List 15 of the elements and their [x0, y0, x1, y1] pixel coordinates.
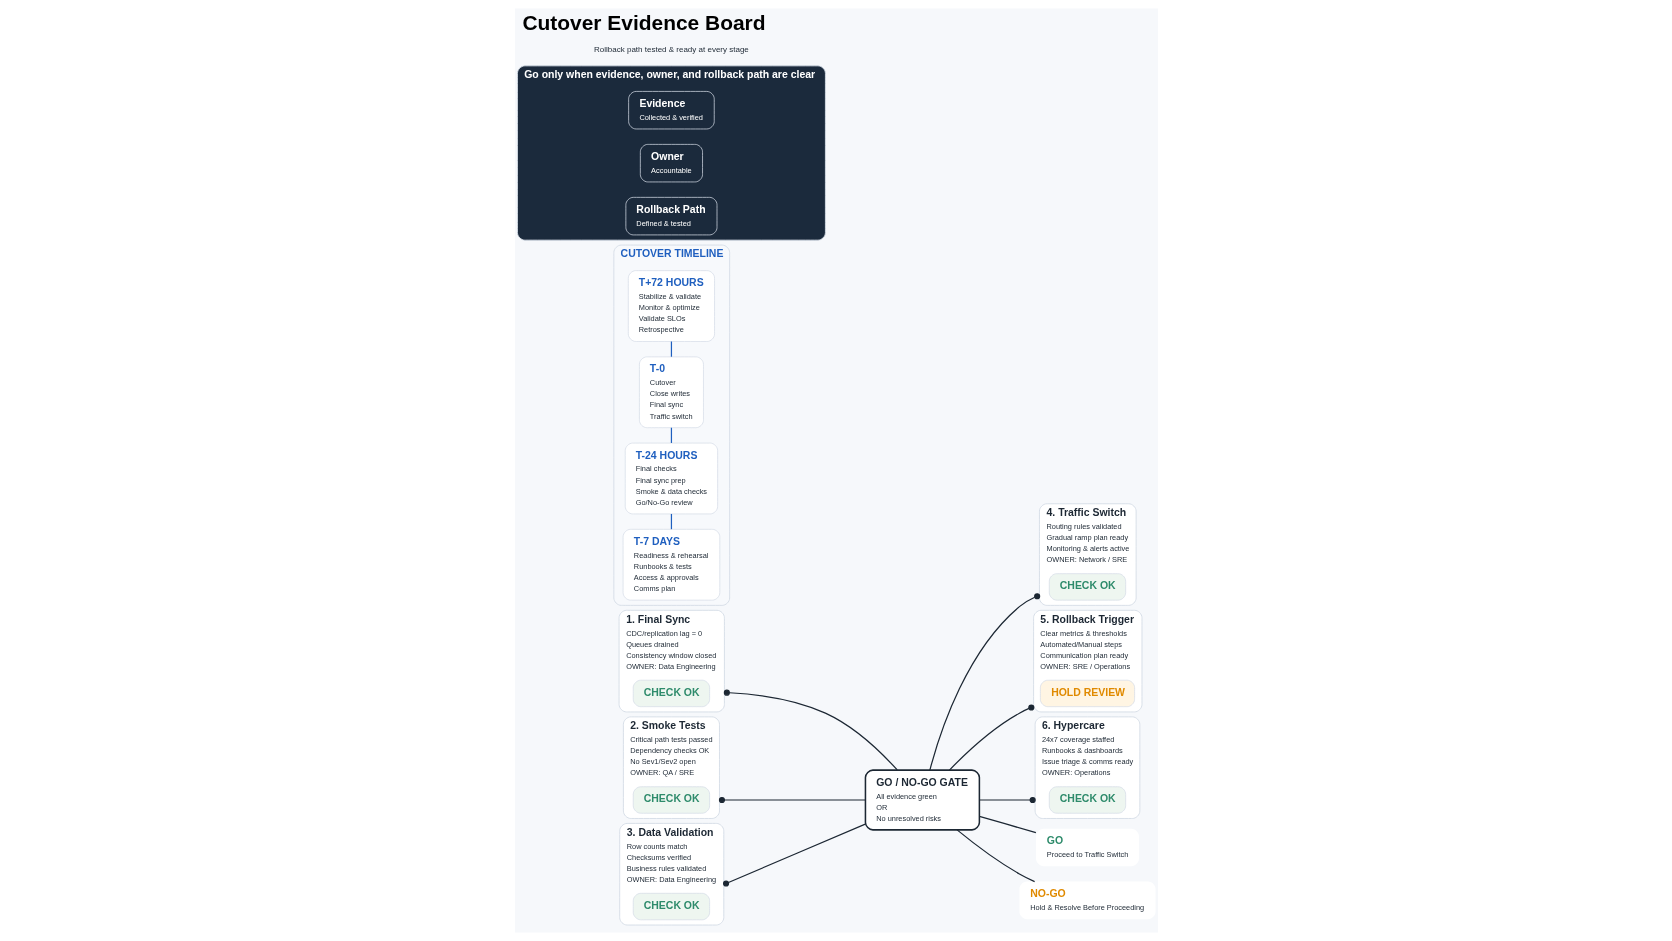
connector — [948, 704, 1034, 771]
node-box: CHECK OK — [632, 892, 710, 921]
diagram-title: Cutover Evidence Board — [521, 10, 766, 34]
node-box: HOLD REVIEW — [1039, 679, 1135, 708]
connector — [978, 796, 1036, 804]
node-box: CHECK OK — [632, 786, 710, 814]
connector — [718, 796, 866, 804]
connector — [928, 593, 1040, 771]
connector — [722, 823, 866, 887]
node-box: CHECK OK — [1048, 573, 1126, 601]
node-box: CHECK OK — [632, 679, 710, 708]
node-box: CHECK OK — [1048, 786, 1126, 814]
connector — [723, 689, 898, 771]
connector — [955, 829, 1035, 883]
connector — [978, 815, 1036, 834]
